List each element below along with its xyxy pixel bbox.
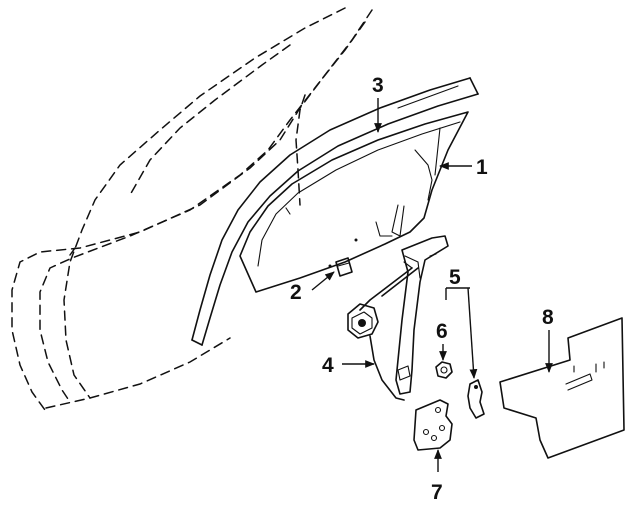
callout-8: 8 — [542, 306, 554, 329]
glass-clip — [335, 257, 353, 277]
callout-3: 3 — [372, 74, 384, 97]
callout-5: 5 — [449, 266, 461, 289]
callout-4: 4 — [322, 354, 334, 377]
callout-6: 6 — [436, 320, 448, 343]
door-outline — [11, 7, 373, 411]
window-regulator — [347, 235, 449, 401]
water-shield — [499, 317, 625, 459]
callout-2: 2 — [290, 281, 302, 304]
door-glass — [239, 111, 469, 293]
leader-lines — [311, 98, 553, 472]
regulator-bracket — [413, 399, 453, 451]
nut — [435, 361, 453, 379]
regulator-link — [467, 379, 485, 419]
callout-7: 7 — [431, 481, 443, 504]
callout-1: 1 — [476, 156, 488, 179]
glass-run-channel — [191, 77, 479, 346]
